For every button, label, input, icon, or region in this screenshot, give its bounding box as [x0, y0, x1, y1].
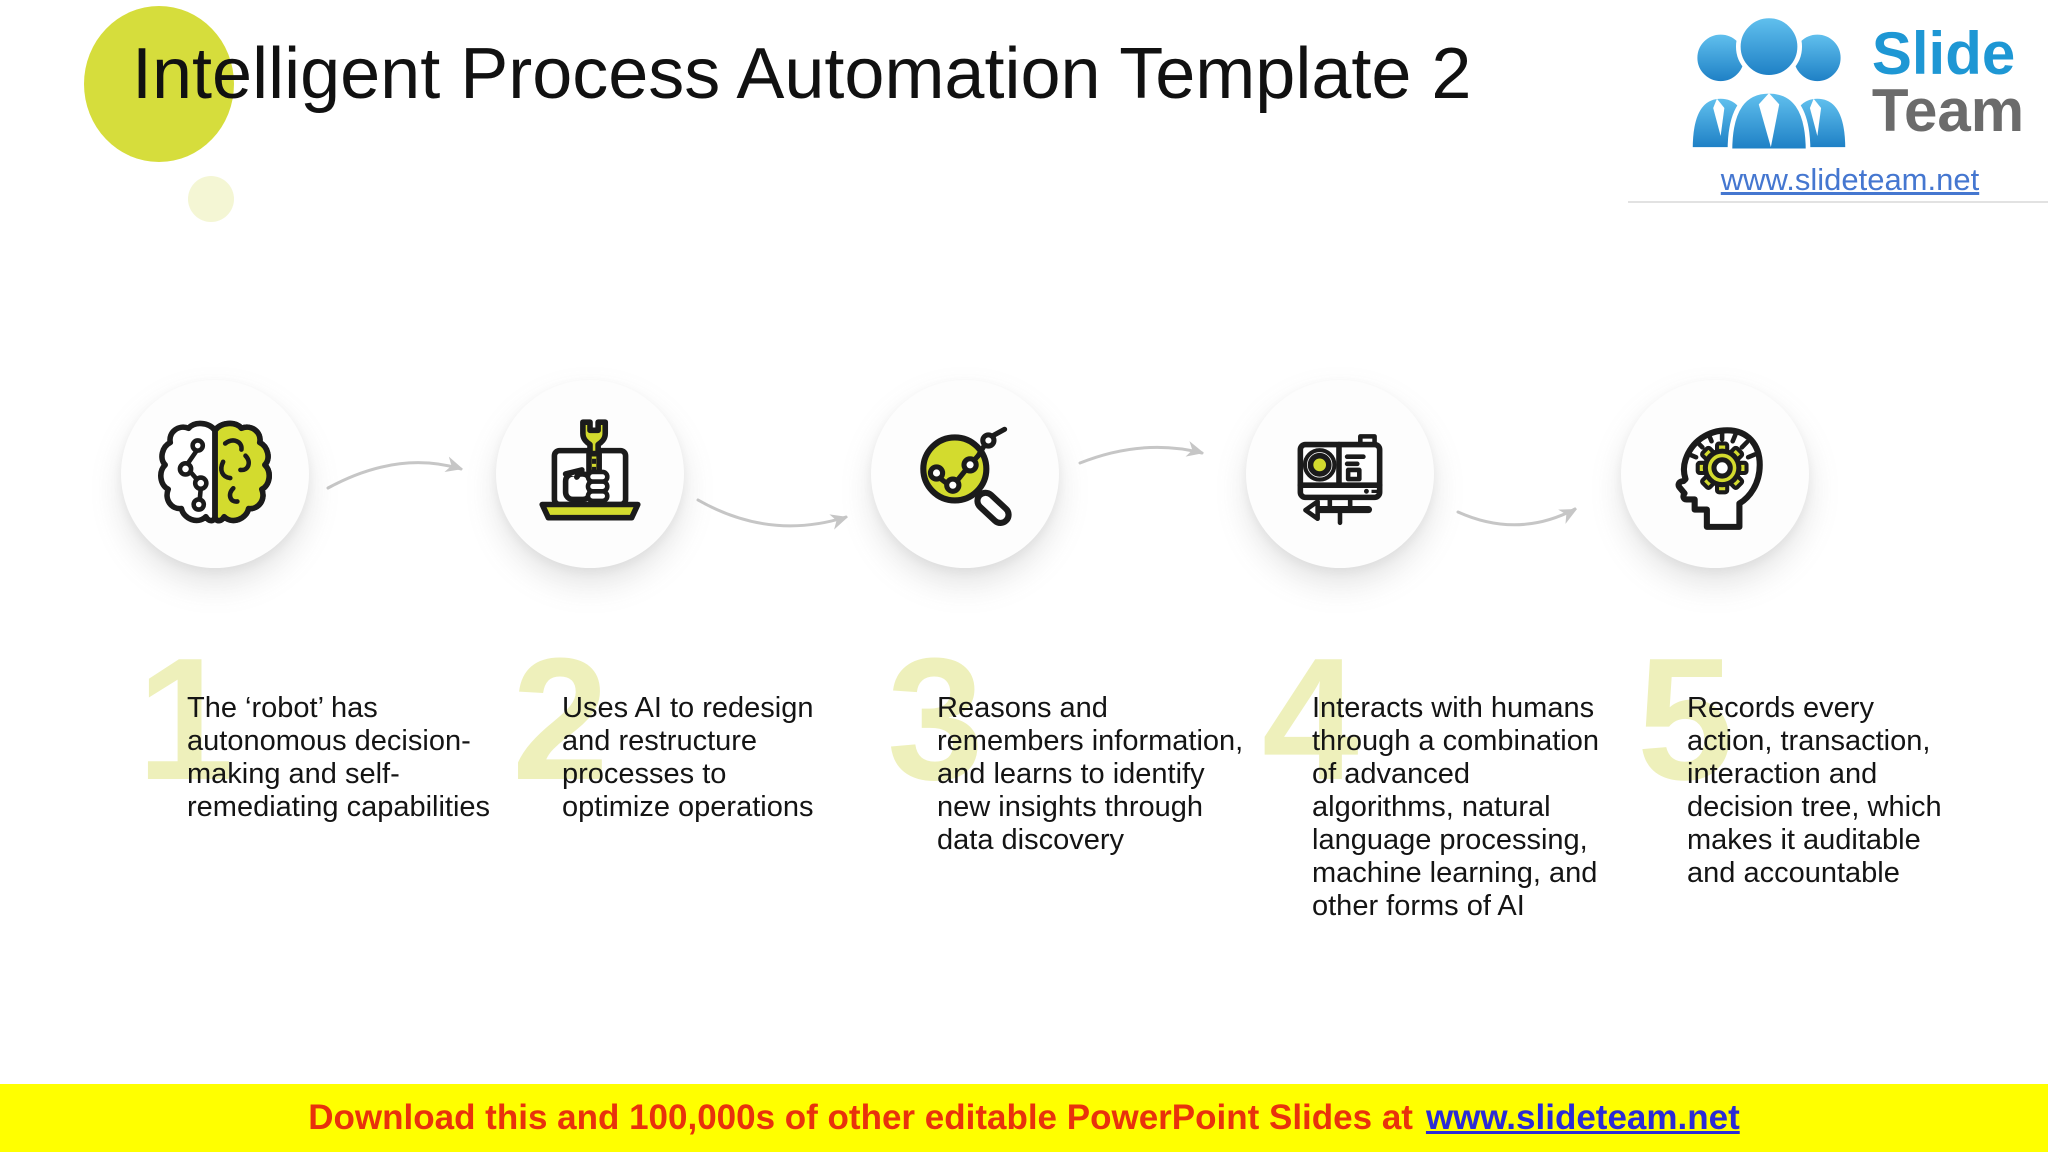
tie-left [1713, 98, 1725, 136]
logo-word-slide: Slide [1871, 20, 2016, 87]
page-title: Intelligent Process Automation Template … [132, 34, 1472, 114]
footer-link[interactable]: www.slideteam.net [1425, 1098, 1740, 1137]
step-5-icon-circle [1621, 380, 1809, 568]
title-accent-dot [188, 176, 234, 222]
people-group-icon [1688, 13, 1849, 154]
tie-center [1758, 93, 1780, 148]
process-step-1: 1 The ‘robot’ has autonomous decision- m… [25, 380, 490, 940]
laptop-wrench-icon [539, 419, 641, 521]
process-step-4: 4 Interacts with humans through a combin… [1150, 380, 1599, 940]
brain-circuit-icon [158, 420, 272, 524]
step-description: Records every action, transaction, inter… [1687, 692, 1942, 889]
logo-wordmark: Slide Team [1871, 20, 2025, 144]
step-description: Interacts with humans through a combinat… [1312, 692, 1599, 922]
footer-message: Download this and 100,000s of other edit… [308, 1098, 1413, 1137]
logo-divider [1628, 201, 2048, 203]
step-3-icon-circle [871, 380, 1059, 568]
process-step-3: 3 Reasons and remembers information, and… [775, 380, 1243, 940]
process-step-5: 5 Records every action, transaction, int… [1525, 380, 1942, 940]
camera-automation-icon [1297, 434, 1383, 526]
title-accent-circle [84, 6, 234, 162]
step-description: Uses AI to redesign and restructure proc… [562, 692, 814, 823]
step-2-icon-circle [496, 380, 684, 568]
logo-website-link[interactable]: www.slideteam.net [1720, 162, 1980, 197]
logo-row: Slide Team [1652, 6, 2048, 158]
step-description: The ‘robot’ has autonomous decision- mak… [187, 692, 491, 823]
step-number: 5 [1637, 621, 1734, 816]
step-1-icon-circle [121, 380, 309, 568]
footer-banner: Download this and 100,000s of other edit… [0, 1084, 2048, 1152]
step-number: 1 [137, 621, 234, 816]
logo-word-team: Team [1871, 77, 2025, 144]
step-description: Reasons and remembers information, and l… [937, 692, 1244, 856]
head-gear-icon [1675, 427, 1763, 530]
tie-right [1809, 98, 1821, 136]
step-number: 4 [1262, 621, 1359, 816]
step-4-icon-circle [1246, 380, 1434, 568]
process-step-2: 2 Uses AI to redesign and restructure pr… [400, 380, 813, 940]
slideteam-logo: Slide Team www.slideteam.net [1652, 6, 2048, 198]
step-number: 3 [887, 621, 984, 816]
magnifier-chart-icon [920, 426, 1012, 526]
step-number: 2 [512, 621, 609, 816]
